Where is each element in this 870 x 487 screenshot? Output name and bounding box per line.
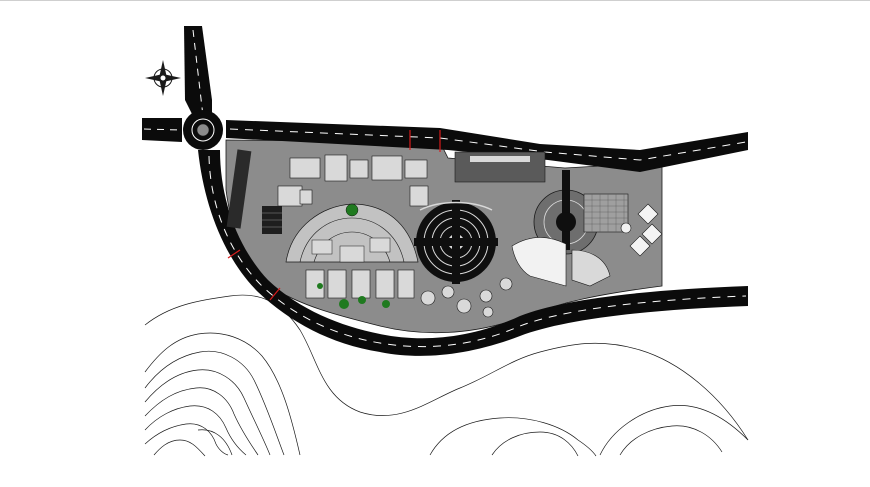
road-main-north (226, 120, 748, 172)
north-arrow-icon (145, 60, 181, 96)
road-network (142, 26, 748, 356)
property-markers (227, 130, 441, 301)
east-pavilion (511, 170, 632, 287)
parking-lots (226, 149, 546, 234)
road-main-south (198, 150, 748, 356)
diamond-kiosks (629, 203, 663, 257)
top-border-line (0, 0, 870, 1)
central-rotunda (414, 200, 498, 284)
north-building-block (277, 154, 429, 207)
semicircular-plaza (285, 203, 419, 263)
villa-row (305, 269, 415, 309)
contour-lines (144, 294, 749, 457)
round-pods (420, 277, 513, 318)
